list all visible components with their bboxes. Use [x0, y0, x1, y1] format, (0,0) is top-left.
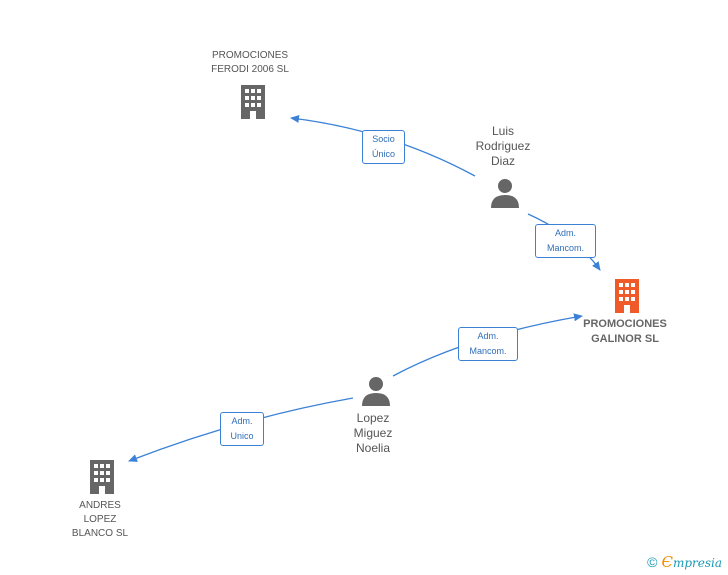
node-label-ferodi: PROMOCIONES FERODI 2006 SL	[211, 50, 289, 75]
brand-logo-name: mpresia	[672, 556, 722, 570]
node-label-luis: Luis Rodriguez Diaz	[475, 124, 531, 168]
person-icon[interactable]	[361, 376, 391, 406]
node-label-lopez: Lopez Miguez Noelia	[353, 411, 393, 455]
copyright-symbol: ©	[647, 554, 658, 570]
relation-adm-unico[interactable]: Adm. Unico	[220, 412, 264, 446]
building-icon[interactable]	[87, 460, 117, 494]
relation-adm-mancom-luis[interactable]: Adm. Mancom.	[535, 224, 596, 258]
brand-logo-initial: Є	[661, 553, 673, 571]
main-building-icon[interactable]	[612, 279, 642, 313]
relation-adm-mancom-lopez[interactable]: Adm. Mancom.	[458, 327, 518, 361]
building-icon[interactable]	[238, 85, 268, 119]
node-label-andres: ANDRES LOPEZ BLANCO SL	[71, 500, 129, 539]
node-label-galinor: PROMOCIONES GALINOR SL	[583, 318, 667, 345]
person-icon[interactable]	[490, 178, 520, 208]
relation-socio-unico[interactable]: Socio Único	[362, 130, 405, 164]
brand-logo: ©Єmpresia	[647, 553, 722, 571]
